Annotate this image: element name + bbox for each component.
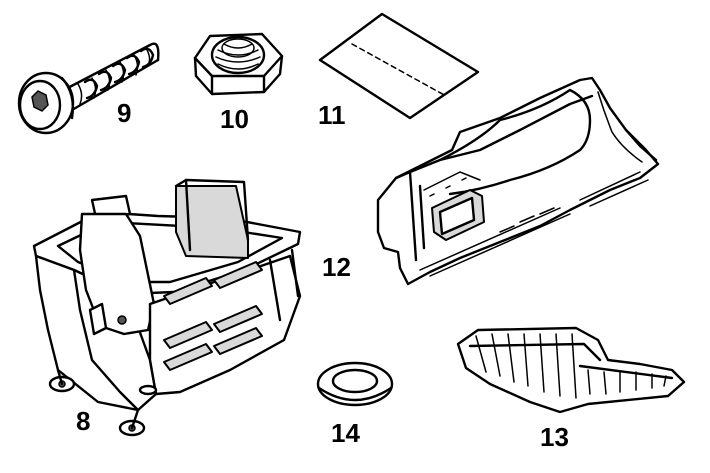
washer-drawing	[316, 361, 394, 407]
nut-drawing	[193, 32, 284, 96]
label-duct: 12	[322, 252, 351, 282]
bracket-drawing	[32, 178, 302, 437]
label-insert: 13	[540, 422, 569, 452]
label-washer: 14	[331, 418, 360, 448]
duct-drawing	[376, 76, 660, 286]
pad-drawing	[318, 12, 480, 120]
label-screw: 9	[117, 98, 131, 128]
insert-drawing	[456, 326, 686, 414]
label-bracket: 8	[76, 406, 90, 436]
screw-drawing	[17, 42, 160, 135]
label-pad: 11	[318, 100, 346, 130]
label-nut: 10	[220, 104, 249, 134]
